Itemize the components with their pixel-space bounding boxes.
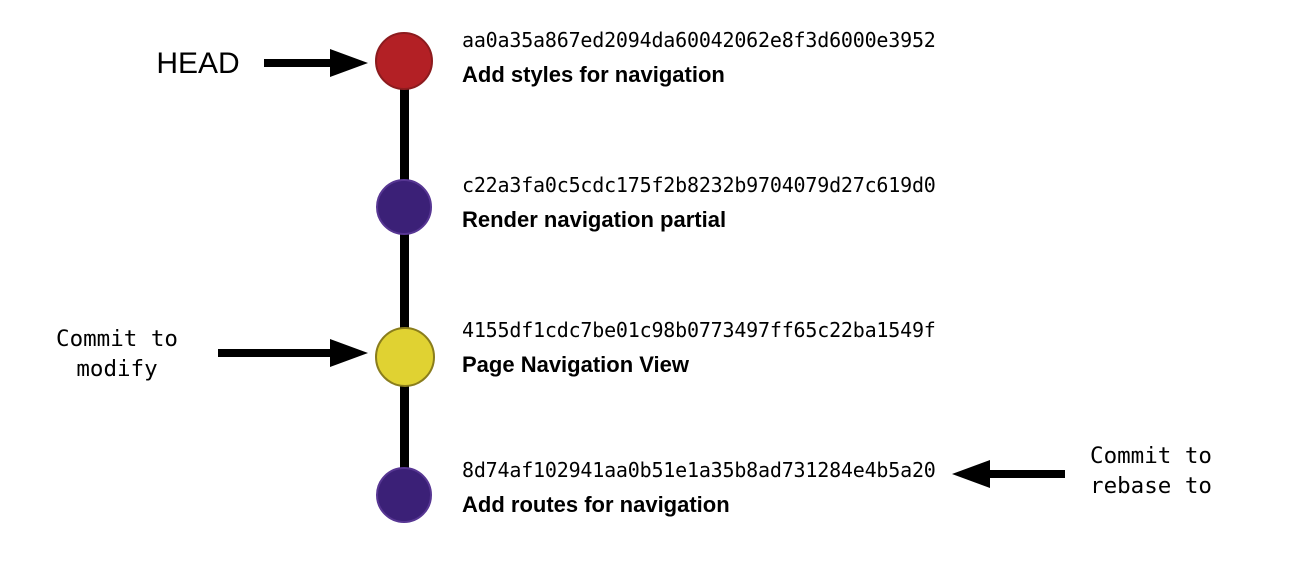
commit-message: Page Navigation View bbox=[462, 352, 690, 377]
label-line-1: Commit to bbox=[56, 326, 178, 352]
commit-node-rebase-target bbox=[376, 467, 432, 523]
commit-node-modify bbox=[375, 327, 435, 387]
arrow-shaft bbox=[218, 349, 332, 357]
label-line-2: rebase to bbox=[1090, 473, 1212, 499]
label-line-1: Commit to bbox=[1090, 443, 1212, 469]
label-line-2: modify bbox=[76, 356, 158, 382]
commit-to-rebase-label: Commit to rebase to bbox=[1077, 441, 1225, 501]
commit-message: Add routes for navigation bbox=[462, 492, 730, 517]
commit-graph-line bbox=[400, 60, 409, 498]
commit-entry: aa0a35a867ed2094da60042062e8f3d6000e3952… bbox=[462, 28, 936, 88]
commit-hash: 8d74af102941aa0b51e1a35b8ad731284e4b5a20 bbox=[462, 458, 936, 482]
commit-hash: c22a3fa0c5cdc175f2b8232b9704079d27c619d0 bbox=[462, 173, 936, 197]
head-arrow-right-icon bbox=[264, 49, 368, 77]
commit-entry: 4155df1cdc7be01c98b0773497ff65c22ba1549f… bbox=[462, 318, 936, 378]
commit-entry: c22a3fa0c5cdc175f2b8232b9704079d27c619d0… bbox=[462, 173, 936, 233]
arrow-shaft bbox=[988, 470, 1065, 478]
arrow-head bbox=[952, 460, 990, 488]
commit-message: Render navigation partial bbox=[462, 207, 727, 232]
head-label: HEAD bbox=[156, 47, 240, 80]
commit-node-head bbox=[375, 32, 433, 90]
commit-entry: 8d74af102941aa0b51e1a35b8ad731284e4b5a20… bbox=[462, 458, 936, 518]
arrow-shaft bbox=[264, 59, 332, 67]
commit-message: Add styles for navigation bbox=[462, 62, 725, 87]
rebase-arrow-left-icon bbox=[952, 460, 1065, 488]
commit-hash: 4155df1cdc7be01c98b0773497ff65c22ba1549f bbox=[462, 318, 936, 342]
arrow-head bbox=[330, 339, 368, 367]
commit-hash: aa0a35a867ed2094da60042062e8f3d6000e3952 bbox=[462, 28, 936, 52]
commit-to-modify-label: Commit to modify bbox=[38, 324, 196, 384]
arrow-head bbox=[330, 49, 368, 77]
commit-node-2 bbox=[376, 179, 432, 235]
modify-arrow-right-icon bbox=[218, 339, 368, 367]
